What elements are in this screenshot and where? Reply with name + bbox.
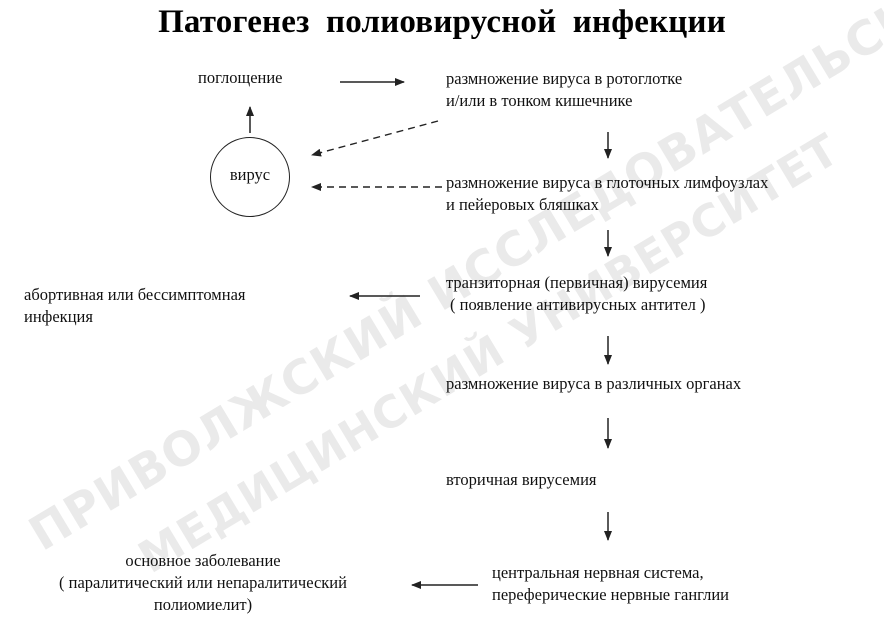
- node-replication-oropharynx: размножение вируса в ротоглотке и/или в …: [446, 68, 682, 112]
- node-abortive-infection-line-2: инфекция: [24, 307, 93, 326]
- page-title: Патогенез полиовирусной инфекции: [158, 4, 726, 40]
- node-transient-viremia: транзиторная (первичная) вирусемия ( поя…: [446, 272, 707, 316]
- node-transient-viremia-line-1: транзиторная (первичная) вирусемия: [446, 273, 708, 292]
- node-secondary-viremia: вторичная вирусемия: [446, 470, 597, 489]
- node-main-disease-line-1: основное заболевание: [125, 551, 281, 570]
- node-replication-oropharynx-line-2: и/или в тонком кишечнике: [446, 91, 633, 110]
- node-cns-line-1: центральная нервная система,: [492, 563, 704, 582]
- node-main-disease-line-3: полиомиелит): [153, 595, 253, 614]
- virus-node-circle: [210, 137, 290, 217]
- node-replication-lymph-line-1: размножение вируса в глоточных лимфоузла…: [446, 173, 769, 192]
- virus-node-label: вирус: [229, 165, 271, 184]
- node-main-disease-line-2: ( паралитический или непаралитический: [59, 573, 347, 592]
- node-abortive-infection: абортивная или бессимптомная инфекция: [24, 284, 246, 328]
- arrow-replication-back-to-virus: [311, 120, 439, 157]
- node-cns-line-2: переферические нервные ганглии: [492, 585, 729, 604]
- node-replication-lymph-line-2: и пейеровых бляшках: [446, 195, 599, 214]
- node-cns: центральная нервная система, переферичес…: [492, 562, 729, 606]
- node-transient-viremia-line-2: ( появление антивирусных антител ): [450, 295, 706, 314]
- node-abortive-infection-line-1: абортивная или бессимптомная: [24, 285, 246, 304]
- node-main-disease: основное заболевание ( паралитический ил…: [4, 550, 402, 616]
- node-replication-lymph: размножение вируса в глоточных лимфоузла…: [446, 172, 768, 216]
- node-replication-oropharynx-line-1: размножение вируса в ротоглотке: [446, 69, 683, 88]
- node-replication-organs: размножение вируса в различных органах: [446, 374, 742, 393]
- node-absorption: поглощение: [198, 68, 283, 87]
